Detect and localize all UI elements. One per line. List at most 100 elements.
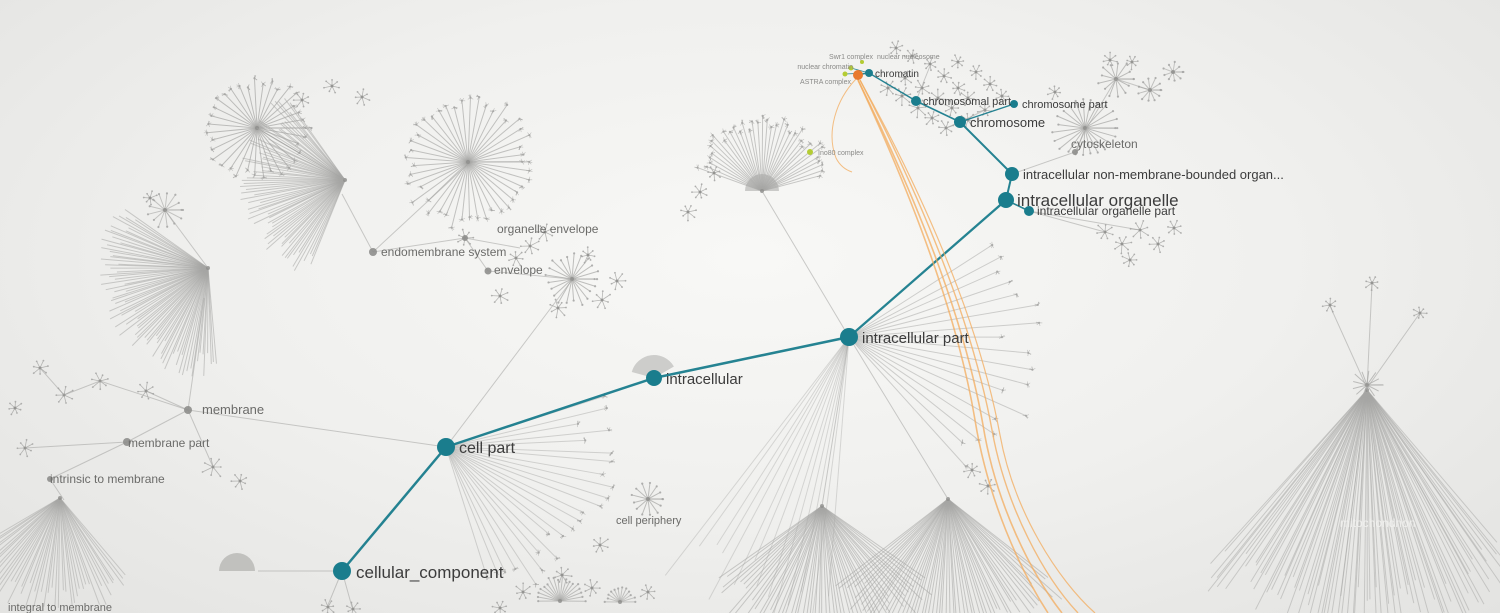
graph-edge — [164, 209, 209, 269]
glyph-flower — [938, 120, 955, 137]
node-non-membrane-bounded-organelle[interactable] — [1005, 167, 1019, 181]
node-intracellular-organelle-part[interactable] — [1024, 206, 1034, 216]
node-chromatin[interactable] — [865, 69, 873, 77]
gray-term-node[interactable] — [1072, 149, 1078, 155]
graph-edge — [445, 279, 573, 448]
label-chromatin[interactable]: chromatin — [875, 69, 919, 80]
label-astra-complex[interactable]: ASTRA complex — [800, 79, 851, 86]
graph-edge — [915, 65, 931, 102]
glyph-flower — [8, 400, 23, 416]
graph-edge — [464, 237, 489, 272]
graph-edge — [372, 163, 469, 253]
gray-term-node[interactable] — [462, 235, 468, 241]
glyph-flower — [639, 584, 656, 600]
node-green-term-2[interactable] — [842, 71, 848, 77]
label-cellular-component[interactable]: cellular_component — [356, 563, 504, 582]
label-ino80-complex[interactable]: Ino80 complex — [818, 150, 864, 157]
graph-edge — [49, 441, 128, 480]
gray-term-node[interactable] — [484, 267, 492, 275]
glyph-flower — [1167, 219, 1182, 235]
node-chromosome[interactable] — [954, 116, 966, 128]
label-envelope[interactable]: envelope — [494, 263, 543, 277]
glyph-flower — [951, 54, 965, 69]
cluster-fan — [444, 392, 616, 588]
label-intracellular-organelle-part[interactable]: intracellular organelle part — [1037, 204, 1176, 218]
grayEdges-layer — [24, 65, 1421, 608]
node-chromosomal-part[interactable] — [911, 96, 921, 106]
glyph-flower — [491, 600, 508, 613]
label-nuclear-nucleosome[interactable]: nuclear nucleosome — [877, 54, 940, 61]
graph-edge — [464, 237, 521, 249]
label-cell-periphery[interactable]: cell periphery — [616, 515, 682, 527]
node-green-term-ino80[interactable] — [807, 149, 813, 155]
glyph-flower — [292, 92, 310, 108]
glyph-flower — [903, 49, 920, 64]
cluster-burst — [403, 94, 533, 231]
label-chromosome[interactable]: chromosome — [970, 115, 1045, 130]
label-mitochondrion[interactable]: mitochondrion — [1340, 516, 1415, 530]
glyph-flower — [944, 99, 960, 117]
gray-term-node[interactable] — [184, 406, 192, 414]
graph-edge — [1074, 130, 1086, 153]
cluster-fan — [0, 496, 126, 608]
gray-term-node[interactable] — [47, 476, 53, 482]
cluster-burst — [1097, 62, 1135, 98]
glyph-flower — [978, 478, 996, 495]
node-highlight-orange-term[interactable] — [853, 70, 863, 80]
glyph-flower — [924, 56, 937, 72]
label-integral-to-membrane[interactable]: integral to membrane — [8, 602, 112, 613]
node-intracellular[interactable] — [646, 370, 662, 386]
gray-term-node[interactable] — [123, 438, 131, 446]
graph-edge — [1028, 210, 1141, 231]
cluster-burst — [1352, 370, 1384, 401]
glyph-flower — [1121, 252, 1138, 268]
glyph-flower — [959, 91, 976, 107]
label-organelle-envelope[interactable]: organelle envelope — [497, 222, 599, 236]
label-intracellular-part[interactable]: intracellular part — [862, 330, 970, 347]
node-cellular-component[interactable] — [333, 562, 351, 580]
node-green-term-3[interactable] — [860, 60, 864, 64]
highlighted-path-edge — [341, 446, 447, 572]
glyph-flower — [1096, 224, 1114, 240]
glyph-flower — [1321, 297, 1337, 313]
label-membrane-part[interactable]: membrane part — [128, 436, 210, 450]
graph-edge — [39, 367, 65, 396]
graph-edge — [1366, 283, 1373, 389]
label-cytoskeleton[interactable]: cytoskeleton — [1071, 137, 1138, 151]
label-non-membrane-bounded-organelle[interactable]: intracellular non-membrane-bounded organ… — [1023, 167, 1284, 182]
cluster-disc — [631, 355, 674, 378]
cluster-burst — [1137, 76, 1163, 102]
node-chromosome-part[interactable] — [1010, 100, 1018, 108]
orange-relation-edge — [857, 79, 1063, 613]
node-green-term-1[interactable] — [848, 65, 854, 71]
glyph-flower — [680, 204, 697, 222]
glyph-flower — [354, 88, 371, 106]
node-intracellular-part[interactable] — [840, 328, 858, 346]
glyph-flower — [914, 79, 931, 95]
cluster-fan — [847, 241, 1043, 470]
label-intrinsic-to-membrane[interactable]: intrinsic to membrane — [50, 472, 165, 486]
label-cell-part[interactable]: cell part — [459, 440, 516, 457]
glyph-flower — [201, 457, 222, 478]
glyph-flower — [581, 246, 596, 264]
graph-edge — [1115, 78, 1151, 91]
graph-edge — [761, 190, 850, 338]
glyph-flower — [707, 166, 721, 182]
label-endomembrane-system[interactable]: endomembrane system — [381, 245, 506, 259]
label-chromosomal-part[interactable]: chromosomal part — [923, 96, 1011, 108]
node-cell-part[interactable] — [437, 438, 455, 456]
glyph-flower — [32, 359, 49, 375]
highlighted-path-edge — [959, 103, 1015, 123]
cluster-burst — [1051, 98, 1119, 157]
node-intracellular-organelle[interactable] — [998, 192, 1014, 208]
label-membrane[interactable]: membrane — [202, 402, 264, 417]
label-intracellular-organelle[interactable]: intracellular organelle — [1017, 191, 1179, 210]
label-swr1-complex[interactable]: Swr1 complex — [829, 54, 873, 61]
label-nuclear-chromatin[interactable]: nuclear chromatin — [797, 64, 853, 71]
gray-term-node[interactable] — [369, 248, 377, 256]
graph-edge — [187, 297, 205, 411]
label-intracellular[interactable]: intracellular — [666, 371, 743, 388]
label-chromosome-part[interactable]: chromosome part — [1022, 99, 1108, 111]
